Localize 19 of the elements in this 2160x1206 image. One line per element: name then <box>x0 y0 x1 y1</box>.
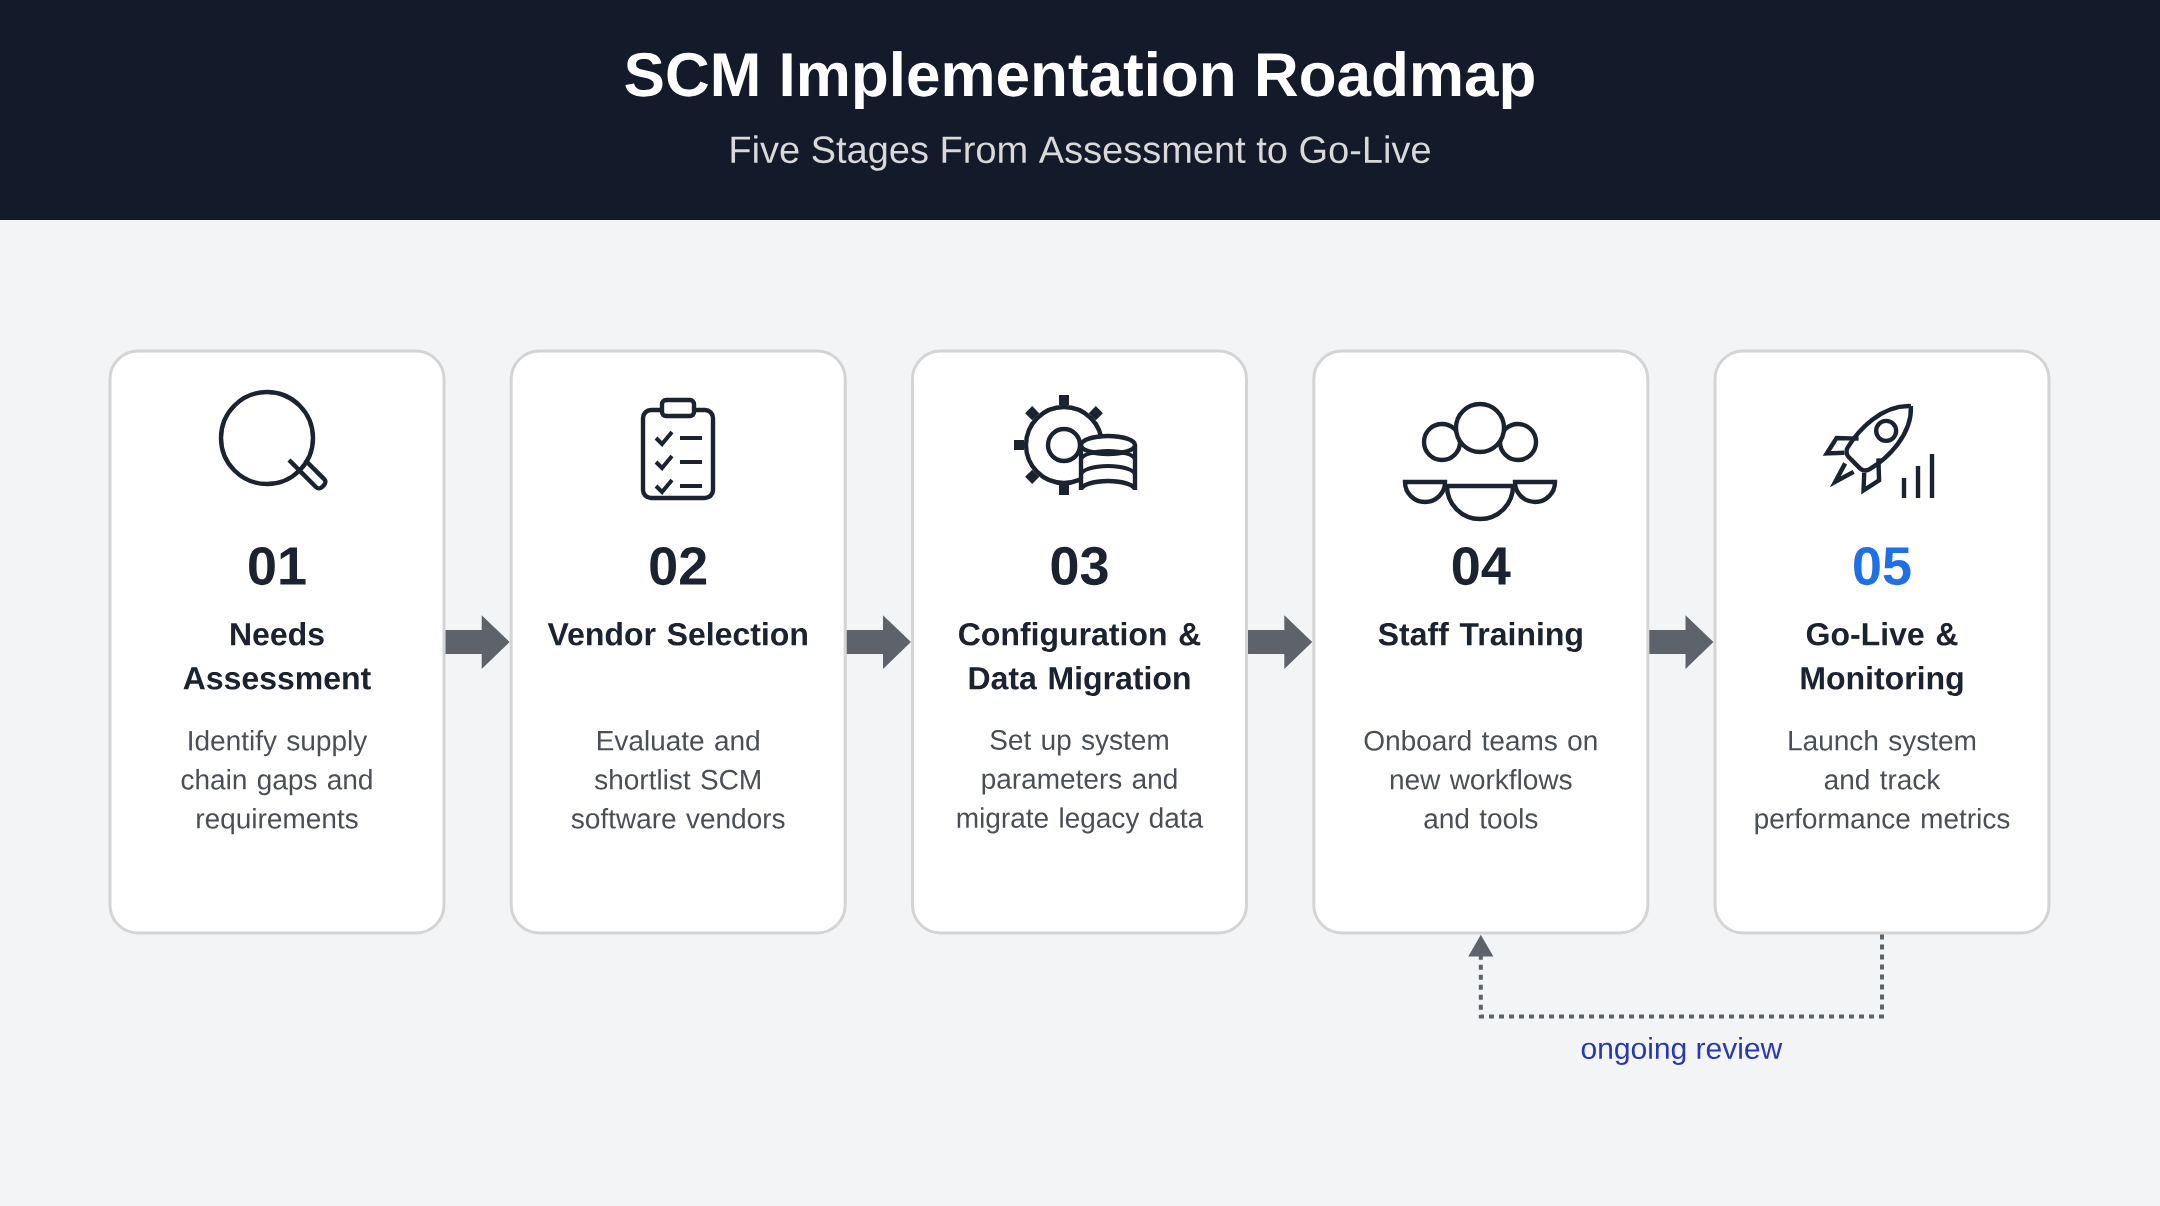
stage-description: Evaluate and shortlist SCM software vendors <box>571 730 785 829</box>
stage-description: Identify supply chain gaps and requirements <box>181 730 372 835</box>
stage-title: Configuration & Data Migration <box>959 622 1201 697</box>
stage-description: Onboard teams on new workflows and tools <box>1364 730 1597 829</box>
edge-label: ongoing review <box>1576 1033 1787 1069</box>
subtitle: Five Stages From Assessment to Go-Live <box>731 135 1430 171</box>
stage-description: Launch system and track performance metrics <box>1755 730 2010 835</box>
stage-number: 02 <box>650 546 707 586</box>
stage-number: 04 <box>1452 546 1511 586</box>
stage-number: 03 <box>1051 546 1108 586</box>
stage-title: Staff Training <box>1378 622 1582 653</box>
feedback-arrow <box>1468 934 1884 1019</box>
stage-title: Needs Assessment <box>183 622 371 690</box>
stage-title: Go-Live & Monitoring <box>1801 622 1963 697</box>
stage-description: Set up system parameters and migrate legacy data <box>957 730 1204 834</box>
stage-title: Vendor Selection <box>547 622 807 646</box>
stage-number: 01 <box>249 546 306 586</box>
title: SCM Implementation Roadmap <box>625 51 1534 109</box>
stage-number: 05 <box>1854 546 1911 586</box>
